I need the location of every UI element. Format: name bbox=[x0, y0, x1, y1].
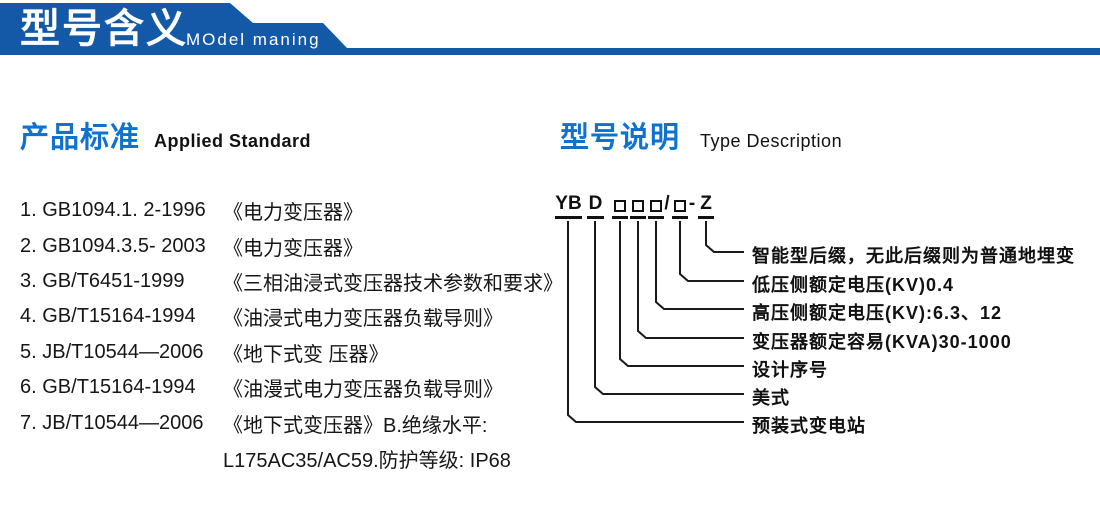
placeholder-box bbox=[674, 200, 686, 212]
standard-item: 3. GB/T6451-1999 《三相油浸式变压器技术参数和要求》 bbox=[20, 264, 563, 299]
applied-standard-heading: 产品标准 Applied Standard bbox=[20, 114, 311, 156]
standard-item: 5. JB/T10544—2006 《地下式变 压器》 bbox=[20, 335, 550, 370]
diagram-label-hv-voltage: 高压侧额定电压(KV):6.3、12 bbox=[752, 303, 1003, 323]
diagram-label-rated-capacity: 变压器额定容易(KVA)30-1000 bbox=[752, 332, 1012, 352]
diagram-label-smart-suffix: 智能型后缀，无此后缀则为普通地埋变 bbox=[752, 246, 1075, 266]
standard-code: 3. GB/T6451-1999 bbox=[20, 269, 185, 292]
model-code-part-d: D bbox=[587, 192, 604, 219]
standard-title: L175AC35/AC59.防护等级: IP68 bbox=[223, 449, 511, 472]
model-code-placeholder-box bbox=[630, 192, 646, 219]
model-code-part-yb: YB bbox=[555, 192, 582, 219]
standard-title: 《地下式变 压器》 bbox=[223, 343, 389, 366]
placeholder-box bbox=[650, 200, 662, 212]
standard-item: 1. GB1094.1. 2-1996 《电力变压器》 bbox=[20, 193, 550, 228]
standard-code: 2. GB1094.3.5- 2003 bbox=[20, 234, 206, 257]
standard-title: 《地下式变压器》B.绝缘水平: bbox=[223, 414, 488, 437]
standard-code: 6. GB/T15164-1994 bbox=[20, 376, 196, 399]
banner-subtitle: MOdel maning bbox=[186, 30, 321, 49]
standard-code: 7. JB/T10544—2006 bbox=[20, 411, 204, 434]
standard-item: 2. GB1094.3.5- 2003 《电力变压器》 bbox=[20, 228, 550, 263]
standard-title: 《电力变压器》 bbox=[223, 202, 363, 225]
heading-zh: 产品标准 bbox=[20, 122, 141, 154]
heading-zh: 型号说明 bbox=[560, 122, 681, 154]
standard-item-continuation: L175AC35/AC59.防护等级: IP68 bbox=[20, 441, 550, 476]
diagram-label-prefabricated-substation: 预装式变电站 bbox=[752, 416, 866, 436]
diagram-label-american-style: 美式 bbox=[752, 388, 790, 408]
standard-code: 1. GB1094.1. 2-1996 bbox=[20, 199, 206, 222]
model-code-placeholder-box bbox=[612, 192, 628, 219]
standard-item: 7. JB/T10544—2006 《地下式变压器》B.绝缘水平: bbox=[20, 405, 550, 440]
model-code-placeholder-box bbox=[672, 192, 688, 219]
standard-code: 5. JB/T10544—2006 bbox=[20, 340, 204, 363]
placeholder-box bbox=[632, 200, 644, 212]
standard-item: 6. GB/T15164-1994 《油漫式电力变压器负载导则》 bbox=[20, 370, 550, 405]
banner-shape bbox=[0, 3, 1100, 55]
standard-code: 4. GB/T15164-1994 bbox=[20, 305, 196, 328]
type-description-heading: 型号说明 Type Description bbox=[560, 114, 842, 156]
heading-en: Type Description bbox=[700, 131, 843, 151]
diagram-label-design-serial: 设计序号 bbox=[752, 360, 828, 380]
model-code-dash: - bbox=[688, 193, 696, 214]
standard-title: 《油浸式电力变压器负载导则》 bbox=[223, 308, 503, 331]
standards-list: 1. GB1094.1. 2-1996 《电力变压器》 2. GB1094.3.… bbox=[20, 193, 563, 476]
banner-title: 型号含义 bbox=[20, 7, 188, 51]
model-code-part-z: Z bbox=[698, 192, 714, 219]
model-code-placeholder-box bbox=[648, 192, 664, 219]
placeholder-box bbox=[614, 200, 626, 212]
standard-title: 《油漫式电力变压器负载导则》 bbox=[223, 379, 503, 402]
model-code-slash: / bbox=[664, 193, 670, 214]
heading-en: Applied Standard bbox=[154, 131, 312, 151]
standard-title: 《电力变压器》 bbox=[223, 237, 363, 260]
diagram-label-lv-voltage: 低压侧额定电压(KV)0.4 bbox=[752, 275, 955, 295]
standard-title: 《三相油浸式变压器技术参数和要求》 bbox=[223, 272, 563, 295]
standard-item: 4. GB/T15164-1994 《油浸式电力变压器负载导则》 bbox=[20, 299, 550, 334]
